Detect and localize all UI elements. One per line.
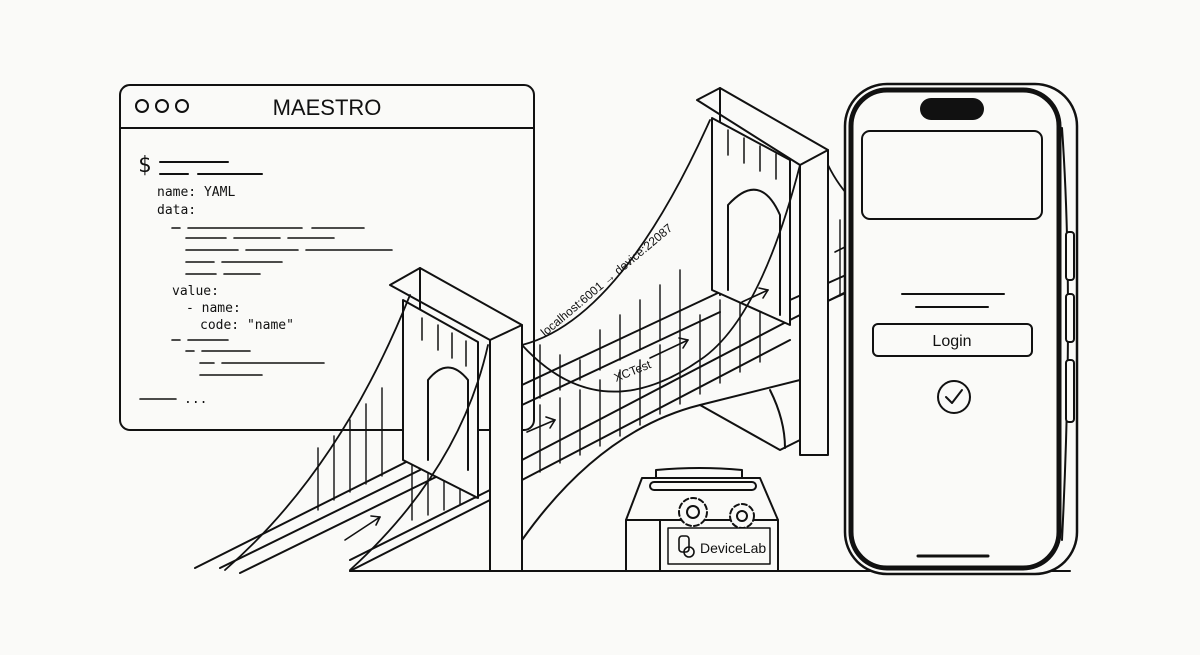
terminal-prompt: $ <box>138 153 151 178</box>
volume-down-button[interactable] <box>1065 293 1075 343</box>
redacted-tail-lines <box>139 339 325 400</box>
checkmark-icon <box>937 380 971 414</box>
redacted-data-lines <box>171 227 393 275</box>
gear-icon <box>729 503 755 529</box>
terminal-title: MAESTRO <box>273 95 382 120</box>
volume-up-button[interactable] <box>1065 231 1075 281</box>
terminal-ellipsis: ... <box>184 392 207 407</box>
devicelab-logo-icon <box>678 535 695 558</box>
code-line-name: name: YAML <box>157 185 235 200</box>
xctest-label: XCTest <box>612 357 654 385</box>
app-header-panel <box>861 130 1043 220</box>
code-line-data: data: <box>157 203 196 218</box>
code-line-dash-name: - name: <box>186 301 241 316</box>
login-button[interactable]: Login <box>872 323 1033 357</box>
phone-device: Login <box>843 82 1079 576</box>
arrow-right-icon <box>526 416 556 433</box>
code-line-code: code: "name" <box>200 318 294 333</box>
toolbox-label: DeviceLab <box>700 540 766 556</box>
side-button[interactable] <box>1065 359 1075 423</box>
arrow-right-icon <box>649 337 689 359</box>
window-minimize-icon[interactable] <box>155 99 169 113</box>
left-tower <box>389 267 523 572</box>
devicelab-toolbox: DeviceLab <box>625 467 779 572</box>
window-maximize-icon[interactable] <box>175 99 189 113</box>
redacted-command-lines <box>159 161 263 175</box>
code-line-value: value: <box>172 284 219 299</box>
dynamic-island <box>920 98 984 120</box>
login-button-label: Login <box>932 333 971 350</box>
gear-icon <box>678 497 708 527</box>
window-close-icon[interactable] <box>135 99 149 113</box>
arrow-right-icon <box>344 515 381 541</box>
arrow-right-icon <box>741 287 769 303</box>
